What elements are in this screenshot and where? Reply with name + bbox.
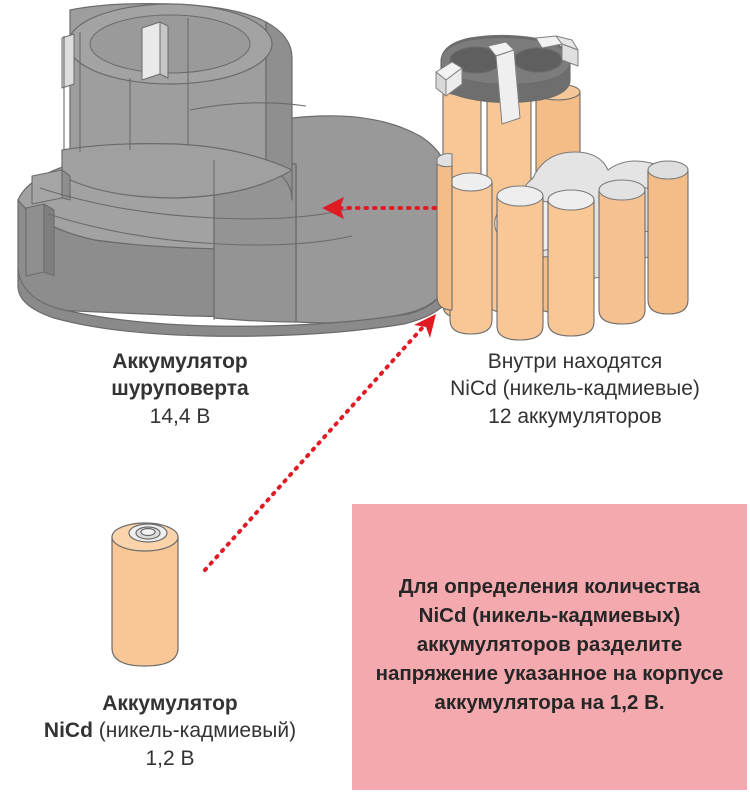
note-line-3: аккумуляторов разделите <box>416 633 683 657</box>
note-line-1: Для определения количества <box>398 575 701 598</box>
note-text: Для определения количества NiCd (никель-… <box>352 572 747 718</box>
caption-single-cell: Аккумулятор NiCd (никель-кадмиевый) 1,2 … <box>0 690 340 772</box>
pack-top-cap <box>440 34 571 104</box>
caption-drill-line-1: Аккумулятор <box>112 350 248 373</box>
battery-contact-slot <box>61 21 169 89</box>
caption-cell-nicd: NiCd <box>43 719 93 743</box>
battery-latch <box>25 169 71 277</box>
caption-cell-nicd-rest: (никель-кадмиевый) <box>92 719 297 743</box>
note-box: Для определения количества NiCd (никель-… <box>352 504 747 790</box>
pack-cell-tops-white <box>494 151 675 279</box>
caption-cell-pack: Внутри находятся NiCd (никель-кадмиевые)… <box>415 348 735 430</box>
caption-cell-line-2: NiCd (никель-кадмиевый) <box>0 717 340 744</box>
caption-cell-line-1: Аккумулятор <box>102 692 238 715</box>
pack-back-row-cells <box>442 71 581 319</box>
nicd-cell-pack-illustration <box>435 34 689 341</box>
caption-pack-line-1: Внутри находятся <box>487 350 663 373</box>
pack-metal-tabs <box>435 35 579 125</box>
note-line-5: аккумулятора на 1,2 В. <box>434 691 665 715</box>
caption-cell-line-3: 1,2 В <box>145 746 195 770</box>
note-line-2: NiCd (никель-кадмиевых) <box>418 604 681 628</box>
pack-left-edge-cell <box>436 152 453 311</box>
caption-pack-line-2: NiCd (никель-кадмиевые) <box>450 377 700 401</box>
arrow-pack-to-drill <box>322 197 437 219</box>
single-nicd-cell-illustration <box>111 522 179 667</box>
pack-front-row-cells <box>449 160 689 341</box>
caption-pack-line-3: 12 аккумуляторов <box>488 404 662 428</box>
caption-drill-line-2: шуруповерта <box>111 377 249 401</box>
caption-drill-battery: Аккумулятор шуруповерта 14,4 В <box>0 348 360 430</box>
caption-drill-line-3: 14,4 В <box>149 404 211 428</box>
note-line-4: напряжение указанное на корпусе <box>375 662 724 686</box>
drill-battery-pack-illustration <box>17 3 453 337</box>
